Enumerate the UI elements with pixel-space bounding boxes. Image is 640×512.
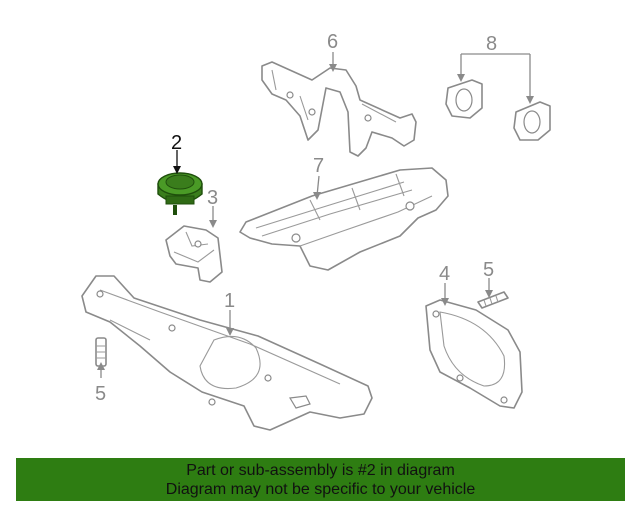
part-7-crossmember[interactable]	[239, 167, 449, 271]
part-5-stud-left[interactable]	[95, 337, 107, 367]
callout-6: 6	[327, 31, 338, 53]
callout-2: 2	[171, 132, 182, 154]
part-1-frame-rail[interactable]	[81, 275, 373, 431]
part-6-bracket[interactable]	[261, 61, 417, 157]
callout-5-right: 5	[483, 259, 494, 281]
part-2-engine-mount[interactable]	[157, 172, 203, 215]
parts-diagram: 6 8 7 2 3 1 4 5 5	[81, 31, 551, 431]
banner-line-2: Diagram may not be specific to your vehi…	[165, 481, 476, 498]
part-8-mount-right[interactable]	[513, 101, 551, 141]
info-banner: Part or sub-assembly is #2 in diagram Di…	[16, 458, 625, 501]
callout-1: 1	[224, 290, 235, 312]
part-3-bracket[interactable]	[165, 225, 223, 283]
callout-8: 8	[486, 33, 497, 55]
part-4-plate[interactable]	[425, 299, 523, 409]
banner-line-1: Part or sub-assembly is #2 in diagram	[186, 462, 455, 479]
part-5-stud-right[interactable]	[477, 291, 509, 309]
callout-3: 3	[207, 187, 218, 209]
callout-4: 4	[439, 263, 450, 285]
part-8-mount-left[interactable]	[445, 79, 483, 119]
callout-5-left: 5	[95, 383, 106, 405]
leader-8	[460, 53, 531, 100]
callout-7: 7	[313, 155, 324, 177]
